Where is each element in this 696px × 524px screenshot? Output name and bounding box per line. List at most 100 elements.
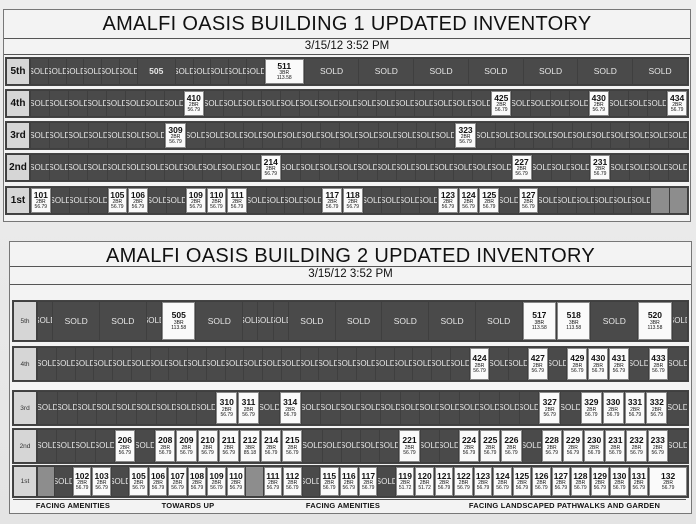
unit-status: SOLD bbox=[595, 195, 613, 205]
unit-number: 505 bbox=[149, 66, 164, 77]
unit-price: 85.18 bbox=[243, 449, 257, 456]
unit-sold: SOLD bbox=[176, 392, 196, 424]
unit-sold: SOLD bbox=[75, 348, 94, 380]
unit-type: 2BR bbox=[474, 362, 485, 369]
unit-sold: SOLD bbox=[203, 155, 222, 180]
unit-available[interactable]: 505 bbox=[137, 59, 175, 84]
unit-status: SOLD bbox=[89, 195, 107, 205]
unit-type: 2BR bbox=[663, 480, 673, 487]
floor-row-5th: 5thSOLDSOLDSOLDSOLDSOLDSOLD505SOLDSOLDSO… bbox=[5, 57, 689, 86]
unit-status: SOLD bbox=[376, 359, 394, 368]
unit-sold: SOLD bbox=[629, 348, 648, 380]
unit-status: SOLD bbox=[226, 359, 244, 368]
unit-status: SOLD bbox=[31, 130, 49, 140]
